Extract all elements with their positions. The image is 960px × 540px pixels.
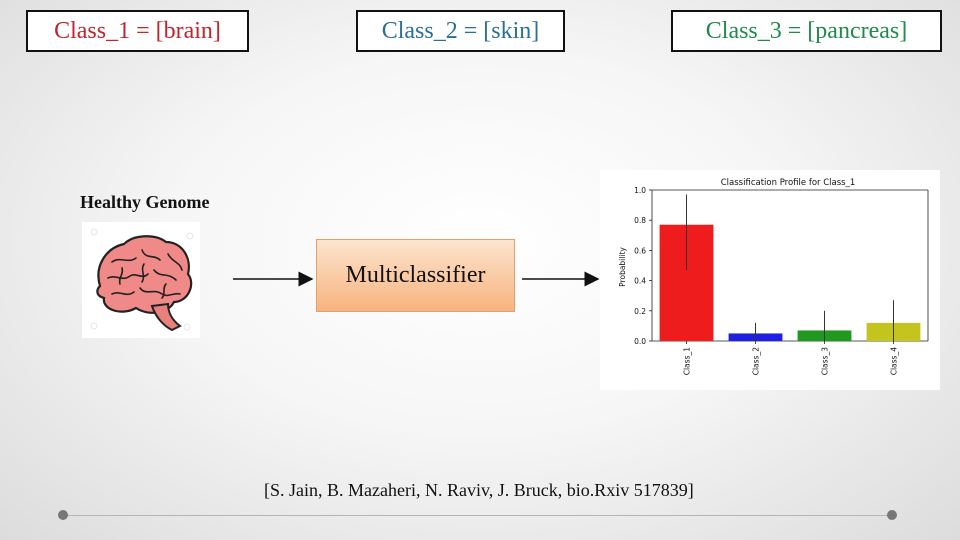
input-label: Healthy Genome [80, 192, 210, 212]
class-1-box: Class_1 = [brain] [26, 10, 249, 52]
brain-image [82, 222, 200, 338]
footer-rule [64, 515, 894, 516]
y-tick-label-1: 0.2 [634, 307, 646, 316]
chart-svg: Classification Profile for Class_1 Proba… [618, 178, 929, 375]
class-1-label: Class_1 = [brain] [54, 17, 221, 44]
multiclassifier-label: Multiclassifier [345, 262, 486, 288]
x-tick-label-Class_3: Class_3 [821, 347, 830, 375]
y-tick-label-3: 0.6 [634, 246, 646, 255]
classification-chart: Classification Profile for Class_1 Proba… [600, 170, 940, 390]
multiclassifier-box: Multiclassifier [316, 239, 515, 312]
footer-dot-left [58, 510, 68, 520]
chart-ylabel: Probability [618, 247, 627, 287]
class-3-box: Class_3 = [pancreas] [671, 10, 942, 52]
y-tick-label-4: 0.8 [634, 216, 646, 225]
brain-icon [90, 228, 194, 332]
x-tick-label-Class_2: Class_2 [752, 347, 761, 375]
class-3-label: Class_3 = [pancreas] [705, 17, 908, 44]
class-2-label: Class_2 = [skin] [381, 17, 540, 44]
x-tick-label-Class_4: Class_4 [890, 347, 899, 375]
y-tick-label-0: 0.0 [634, 337, 646, 346]
footer-dot-right [887, 510, 897, 520]
y-tick-label-2: 0.4 [634, 277, 646, 286]
class-2-box: Class_2 = [skin] [356, 10, 565, 52]
citation: [S. Jain, B. Mazaheri, N. Raviv, J. Bruc… [264, 480, 694, 500]
x-tick-label-Class_1: Class_1 [683, 347, 692, 375]
chart-title: Classification Profile for Class_1 [721, 178, 856, 188]
y-tick-label-5: 1.0 [634, 186, 646, 195]
